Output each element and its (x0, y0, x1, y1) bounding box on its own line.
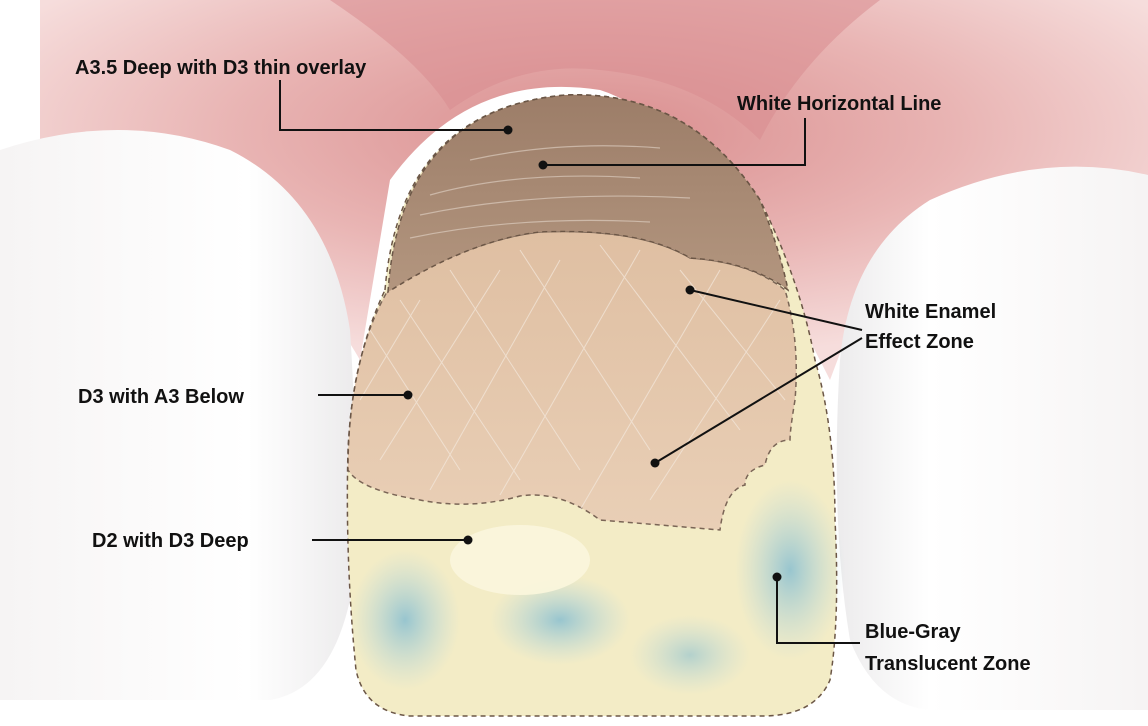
translucent-patch-left (350, 550, 460, 690)
label-d2-with-d3: D2 with D3 Deep (92, 530, 249, 552)
translucent-patch-lower (630, 615, 750, 695)
translucent-patch-right (735, 480, 845, 660)
dot-white-horizontal (539, 161, 548, 170)
incisal-highlight (450, 525, 590, 595)
dot-a35 (504, 126, 513, 135)
middle-shade-zone (348, 232, 796, 530)
dot-white-enamel-bottom (651, 459, 660, 468)
dot-d2-d3 (464, 536, 473, 545)
label-d3-with-a3: D3 with A3 Below (78, 386, 244, 408)
label-white-horizontal-line: White Horizontal Line (737, 93, 941, 115)
label-blue-gray-line2: Translucent Zone (865, 653, 1031, 675)
label-white-enamel-line1: White Enamel (865, 301, 996, 323)
dot-white-enamel-top (686, 286, 695, 295)
dot-blue-gray (773, 573, 782, 582)
label-a35-deep: A3.5 Deep with D3 thin overlay (75, 57, 367, 79)
label-blue-gray-line1: Blue-Gray (865, 621, 961, 643)
label-white-enamel-line2: Effect Zone (865, 331, 974, 353)
dot-d3-a3 (404, 391, 413, 400)
left-neighbor-tooth (0, 130, 355, 700)
